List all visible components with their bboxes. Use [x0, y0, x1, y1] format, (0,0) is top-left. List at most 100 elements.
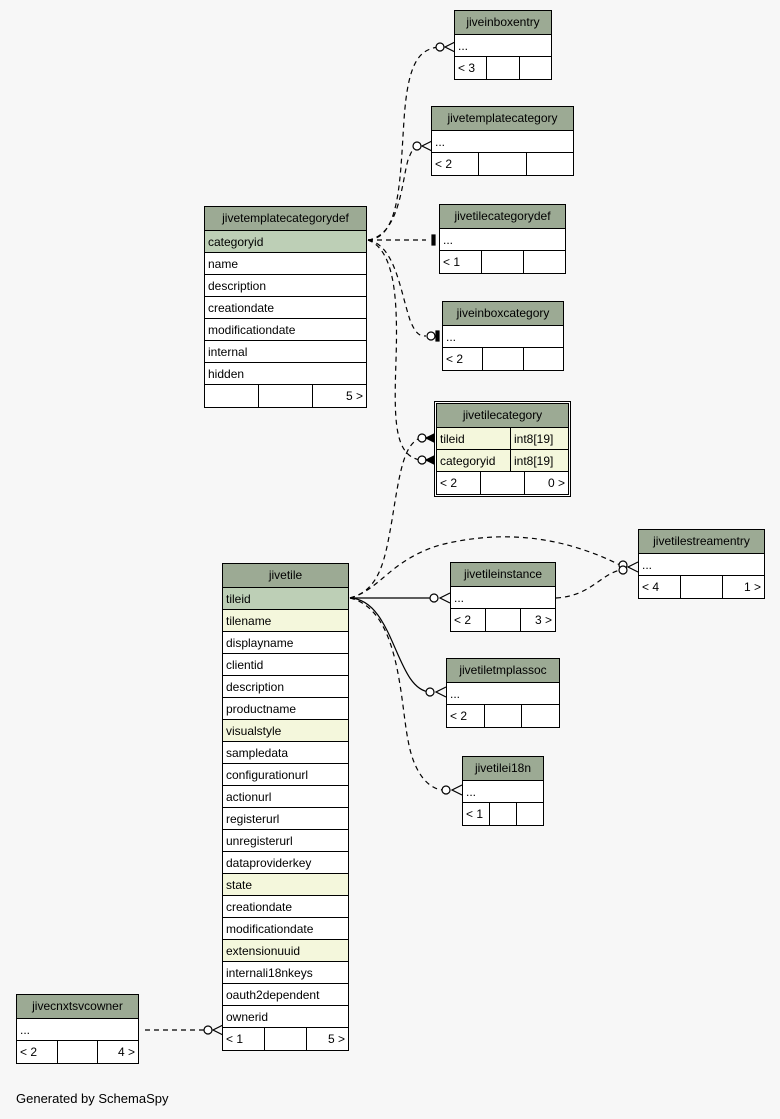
table-footer: < 2 — [447, 705, 559, 727]
table-row: ... — [443, 326, 563, 348]
table-row: name — [205, 253, 366, 275]
table-jivetemplatecategorydef[interactable]: jivetemplatecategorydef categoryid name … — [204, 206, 367, 408]
table-row-tileid: tileid int8[19] — [437, 428, 568, 450]
table-footer: < 4 1 > — [639, 576, 764, 598]
table-row: registerurl — [223, 808, 348, 830]
end-circle-tileinstance — [429, 593, 439, 603]
table-row: hidden — [205, 363, 366, 385]
table-row: ... — [17, 1019, 138, 1041]
footer-children — [527, 153, 573, 175]
table-jivetiletmplassoc[interactable]: jivetiletmplassoc ... < 2 — [446, 658, 560, 728]
end-circle-templatecategory — [412, 141, 422, 151]
footer-mid — [481, 472, 525, 494]
footer-children: 3 > — [534, 613, 552, 627]
table-header: jivetileinstance — [451, 563, 555, 587]
table-row: ... — [451, 587, 555, 609]
footer-mid — [681, 576, 723, 598]
table-jivetilestreamentry[interactable]: jivetilestreamentry ... < 4 1 > — [638, 529, 765, 599]
table-footer: < 1 — [440, 251, 565, 273]
column-name: categoryid — [437, 450, 511, 471]
edge-tilestreamentry — [349, 536, 621, 599]
footer-mid — [479, 153, 527, 175]
end-circle-tiletmplassoc — [425, 687, 435, 697]
table-header: jivetilecategorydef — [440, 205, 565, 229]
footer-children: 1 > — [743, 580, 761, 594]
table-jiveinboxentry[interactable]: jiveinboxentry ... < 3 — [454, 10, 552, 80]
footer-mid — [486, 609, 521, 631]
table-row: ... — [432, 131, 573, 153]
crowfoot-owner — [211, 1024, 224, 1036]
table-jivetileinstance[interactable]: jivetileinstance ... < 2 3 > — [450, 562, 556, 632]
table-jivetilecategorydef[interactable]: jivetilecategorydef ... < 1 — [439, 204, 566, 274]
generated-by-note: Generated by SchemaSpy — [16, 1091, 169, 1106]
footer-parents: < 4 — [639, 576, 681, 598]
edge-tilei18n — [349, 597, 445, 791]
table-row-indexed: extensionuuid — [223, 940, 348, 962]
crowfoot-tileinstance — [438, 592, 451, 604]
column-type: int8[19] — [514, 432, 554, 446]
column-type: int8[19] — [514, 454, 554, 468]
table-row: ... — [455, 35, 551, 57]
footer-children — [520, 57, 551, 79]
end-circle-stream-b — [618, 565, 628, 575]
table-header: jivetilestreamentry — [639, 530, 764, 554]
crowfoot-inboxentry — [443, 41, 456, 53]
table-row: creationdate — [223, 896, 348, 918]
table-jivecnxtsvcowner[interactable]: jivecnxtsvcowner ... < 2 4 > — [16, 994, 139, 1064]
table-jivetilei18n[interactable]: jivetilei18n ... < 1 — [462, 756, 544, 826]
table-footer: < 2 3 > — [451, 609, 555, 631]
table-row: internali18nkeys — [223, 962, 348, 984]
table-row: dataproviderkey — [223, 852, 348, 874]
table-row-primary-key: tileid — [223, 588, 348, 610]
table-header: jivetilei18n — [463, 757, 543, 781]
footer-children — [524, 251, 565, 273]
table-jivetile[interactable]: jivetile tileid tilename displayname cli… — [222, 563, 349, 1051]
footer-mid — [483, 348, 524, 370]
table-row-indexed: state — [223, 874, 348, 896]
footer-parents: < 2 — [437, 472, 481, 494]
footer-children — [517, 803, 543, 825]
table-jivetemplatecategory[interactable]: jivetemplatecategory ... < 2 — [431, 106, 574, 176]
table-footer: < 3 — [455, 57, 551, 79]
bar-tilecategorydef — [431, 234, 436, 246]
table-header: jivetiletmplassoc — [447, 659, 559, 683]
edge-tilecategory-tile — [349, 437, 421, 599]
footer-parents — [205, 385, 259, 407]
crowfoot-tiletmplassoc — [434, 686, 447, 698]
table-header: jivetemplatecategorydef — [205, 207, 366, 231]
table-row-primary-key: categoryid — [205, 231, 366, 253]
table-row: description — [205, 275, 366, 297]
footer-children: 0 > — [547, 476, 565, 490]
table-row-indexed: tilename — [223, 610, 348, 632]
footer-parents: < 3 — [455, 57, 488, 79]
footer-parents: < 1 — [223, 1028, 265, 1050]
table-jiveinboxcategory[interactable]: jiveinboxcategory ... < 2 — [442, 301, 564, 371]
crowfoot-templatecategory — [420, 140, 433, 152]
table-row: oauth2dependent — [223, 984, 348, 1006]
footer-children — [524, 348, 563, 370]
crowfoot-tilei18n — [450, 784, 463, 796]
table-header: jivetile — [223, 564, 348, 588]
table-row: ... — [440, 229, 565, 251]
footer-parents: < 1 — [440, 251, 482, 273]
table-row: productname — [223, 698, 348, 720]
table-row: description — [223, 676, 348, 698]
table-row: creationdate — [205, 297, 366, 319]
table-row: modificationdate — [205, 319, 366, 341]
table-row: configurationurl — [223, 764, 348, 786]
footer-parents: < 2 — [451, 609, 486, 631]
footer-parents: < 1 — [463, 803, 490, 825]
footer-parents: < 2 — [443, 348, 484, 370]
footer-children: 4 > — [118, 1045, 136, 1059]
table-footer: < 2 — [443, 348, 563, 370]
footer-children — [522, 705, 559, 727]
table-footer: < 2 — [432, 153, 573, 175]
table-row: actionurl — [223, 786, 348, 808]
bar-inboxcategory — [435, 330, 440, 342]
footer-mid — [265, 1028, 307, 1050]
table-header: jiveinboxcategory — [443, 302, 563, 326]
table-footer: < 2 4 > — [17, 1041, 138, 1063]
footer-parents: < 2 — [432, 153, 480, 175]
table-jivetilecategory[interactable]: jivetilecategory tileid int8[19] categor… — [434, 401, 571, 497]
